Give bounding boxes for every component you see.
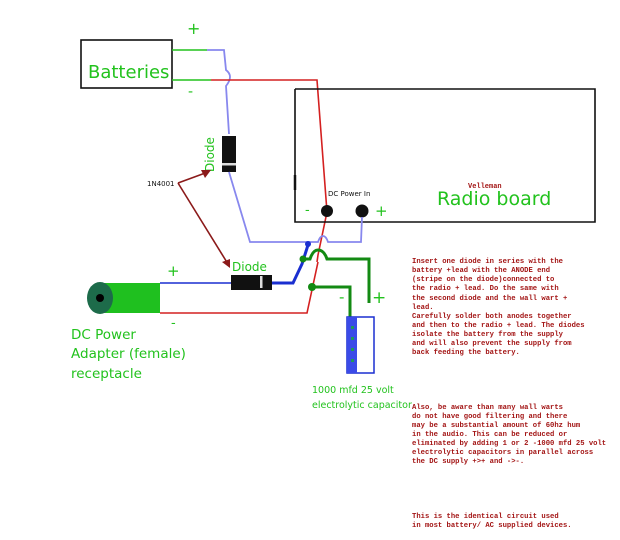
battery-plus-wire (207, 49, 231, 135)
diode-top-output-wire (228, 171, 363, 243)
arrow-to-bottom-diode (177, 182, 229, 265)
adapter-label-line1: DC Power (71, 327, 136, 343)
diode-top-stripe (222, 163, 236, 166)
radio-board-outline (294, 88, 596, 223)
battery-box (80, 39, 173, 89)
board-name-label: Radio board (437, 188, 551, 210)
board-brand-label: Velleman (468, 183, 502, 191)
instructions-note: Insert one diode in series with the batt… (412, 240, 612, 540)
diode-top-body (222, 136, 236, 172)
capacitor-label-line1: 1000 mfd 25 volt (312, 385, 394, 396)
diode-bottom-body (231, 275, 272, 290)
cap-minus-label: - (339, 288, 344, 306)
arrow-head-bottom (222, 259, 230, 268)
cap-minus-junction (308, 283, 316, 291)
note-paragraph-3: This is the identical circuit used in mo… (412, 512, 572, 530)
adapter-label-line3: receptacle (71, 366, 142, 382)
circuit-diagram: Batteries + - Velleman Radio board DC Po… (71, 19, 596, 411)
cap-plus-junction (299, 255, 307, 263)
cap-minus-wire (312, 285, 352, 317)
board-plus-label: + (375, 202, 388, 220)
adapter-pin (96, 294, 104, 302)
adapter-label-line2: Adapter (female) (71, 346, 186, 362)
note-paragraph-2: Also, be aware than many wall warts do n… (412, 403, 607, 467)
batteries-label: Batteries (88, 62, 169, 83)
cap-plus-label: + (372, 288, 386, 308)
battery-plus-label: + (187, 19, 200, 38)
capacitor-label-line2: electrolytic capacitor (312, 400, 412, 411)
arrow-head-top (201, 170, 211, 178)
capacitor-stripe (347, 317, 357, 373)
adapter-minus-wire (160, 261, 319, 314)
dc-power-in-label: DC Power In (328, 190, 370, 198)
board-plus-terminal (355, 204, 369, 218)
adapter-minus-label: - (171, 316, 176, 331)
anode-junction (305, 241, 311, 247)
capacitor-minus-marks (351, 326, 354, 362)
battery-minus-label: - (188, 84, 193, 100)
board-minus-terminal (321, 205, 333, 217)
adapter-plus-label: + (167, 262, 180, 280)
part-number-label: 1N4001 (147, 180, 175, 188)
diode-bottom-stripe (260, 276, 263, 288)
board-minus-label: - (305, 203, 310, 218)
cap-plus-wire (303, 248, 371, 303)
diode-bottom-output-wire (272, 244, 310, 285)
diode-top-label: Diode (203, 137, 217, 172)
diode-bottom-label: Diode (232, 260, 267, 274)
note-paragraph-1: Insert one diode in series with the batt… (412, 258, 585, 358)
